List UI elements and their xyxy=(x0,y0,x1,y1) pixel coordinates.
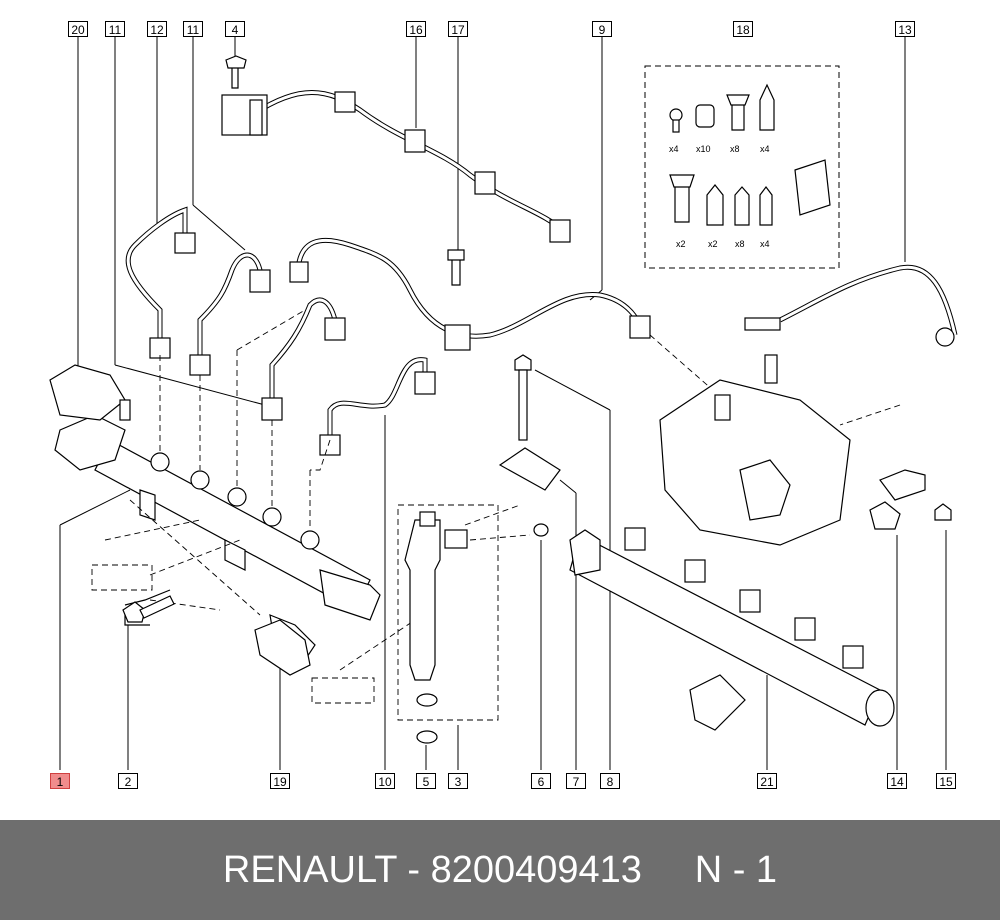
callout-17[interactable]: 17 xyxy=(448,21,468,37)
fuel-return-line xyxy=(221,55,571,243)
bolt-and-pressure-sensor xyxy=(122,595,311,676)
high-pressure-pump xyxy=(659,354,952,546)
callout-19[interactable]: 19 xyxy=(270,773,290,789)
callout-6[interactable]: 6 xyxy=(531,773,551,789)
injector-assembly xyxy=(404,511,549,744)
common-rail-left xyxy=(49,364,381,661)
callout-1-highlighted[interactable]: 1 xyxy=(50,773,70,789)
exploded-parts-diagram: x4 x10 x8 x4 x2 x2 x8 x4 xyxy=(49,37,958,770)
kit-qty-7: x8 xyxy=(735,239,745,249)
callout-11-right[interactable]: 11 xyxy=(183,21,203,37)
callout-21[interactable]: 21 xyxy=(757,773,777,789)
callout-9[interactable]: 9 xyxy=(592,21,612,37)
callout-20[interactable]: 20 xyxy=(68,21,88,37)
high-pressure-pipes xyxy=(125,206,651,456)
callout-4[interactable]: 4 xyxy=(225,21,245,37)
banner-separator: - xyxy=(396,849,431,891)
kit-qty-4: x4 xyxy=(760,144,770,154)
callout-15[interactable]: 15 xyxy=(936,773,956,789)
callout-8[interactable]: 8 xyxy=(600,773,620,789)
kit-qty-6: x2 xyxy=(708,239,718,249)
callout-10[interactable]: 10 xyxy=(375,773,395,789)
callout-18[interactable]: 18 xyxy=(733,21,753,37)
assembly-dashed-guides xyxy=(91,309,901,721)
kit-qty-8: x4 xyxy=(760,239,770,249)
callout-3[interactable]: 3 xyxy=(448,773,468,789)
hardware-kit xyxy=(644,65,840,269)
callout-13[interactable]: 13 xyxy=(895,21,915,37)
callout-16[interactable]: 16 xyxy=(406,21,426,37)
kit-qty-2: x10 xyxy=(696,144,711,154)
part-number-banner: RENAULT - 8200409413 N - 1 xyxy=(0,820,1000,920)
bolt-and-clamp xyxy=(498,354,561,491)
part-number: 8200409413 xyxy=(430,849,642,891)
callout-12[interactable]: 12 xyxy=(147,21,167,37)
common-rail-right xyxy=(569,527,895,731)
callout-5[interactable]: 5 xyxy=(416,773,436,789)
callout-14[interactable]: 14 xyxy=(887,773,907,789)
sheet-label: N - 1 xyxy=(694,849,778,891)
callout-11-left[interactable]: 11 xyxy=(105,21,125,37)
callout-7[interactable]: 7 xyxy=(566,773,586,789)
kit-qty-5: x2 xyxy=(676,239,686,249)
fuel-feed-line xyxy=(744,264,958,347)
callout-2[interactable]: 2 xyxy=(118,773,138,789)
kit-qty-3: x8 xyxy=(730,144,740,154)
kit-qty-1: x4 xyxy=(669,144,679,154)
brand-name: RENAULT xyxy=(222,849,397,891)
